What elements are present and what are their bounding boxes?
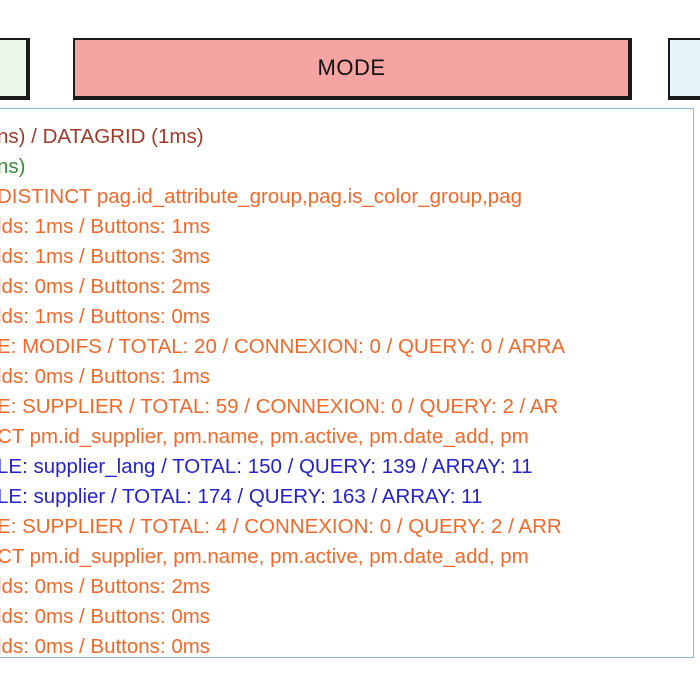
log-line: E: MODIFS / TOTAL: 20 / CONNEXION: 0 / Q… bbox=[0, 335, 566, 358]
log-lines: ns) / DATAGRID (1ms) ns) DISTINCT pag.id_… bbox=[0, 122, 566, 658]
log-line: E: SUPPLIER / TOTAL: 59 / CONNEXION: 0 /… bbox=[0, 395, 559, 418]
log-line: ns) bbox=[0, 155, 26, 178]
log-line: lds: 0ms / Buttons: 2ms bbox=[0, 575, 211, 598]
log-line: ns) / DATAGRID (1ms) bbox=[0, 125, 204, 148]
log-line: lds: 1ms / Buttons: 3ms bbox=[0, 245, 211, 268]
log-line: lds: 0ms / Buttons: 2ms bbox=[0, 275, 211, 298]
mode-button[interactable]: MODE bbox=[73, 38, 632, 100]
log-line: lds: 1ms / Buttons: 0ms bbox=[0, 305, 211, 328]
log-line: lds: 0ms / Buttons: 0ms bbox=[0, 635, 211, 658]
debug-log-panel[interactable]: ns) / DATAGRID (1ms) ns) DISTINCT pag.id_… bbox=[0, 108, 694, 658]
log-line: DISTINCT pag.id_attribute_group,pag.is_c… bbox=[0, 185, 522, 208]
right-toolbar-button[interactable] bbox=[668, 38, 700, 100]
log-line: CT pm.id_supplier, pm.name, pm.active, p… bbox=[0, 425, 529, 448]
log-line: LE: supplier / TOTAL: 174 / QUERY: 163 /… bbox=[0, 485, 483, 508]
log-line: lds: 1ms / Buttons: 1ms bbox=[0, 215, 211, 238]
log-line: E: SUPPLIER / TOTAL: 4 / CONNEXION: 0 / … bbox=[0, 515, 562, 538]
log-line: CT pm.id_supplier, pm.name, pm.active, p… bbox=[0, 545, 529, 568]
log-line: LE: supplier_lang / TOTAL: 150 / QUERY: … bbox=[0, 455, 533, 478]
log-line: lds: 0ms / Buttons: 1ms bbox=[0, 365, 211, 388]
log-line: lds: 0ms / Buttons: 0ms bbox=[0, 605, 211, 628]
left-toolbar-button[interactable] bbox=[0, 38, 30, 100]
